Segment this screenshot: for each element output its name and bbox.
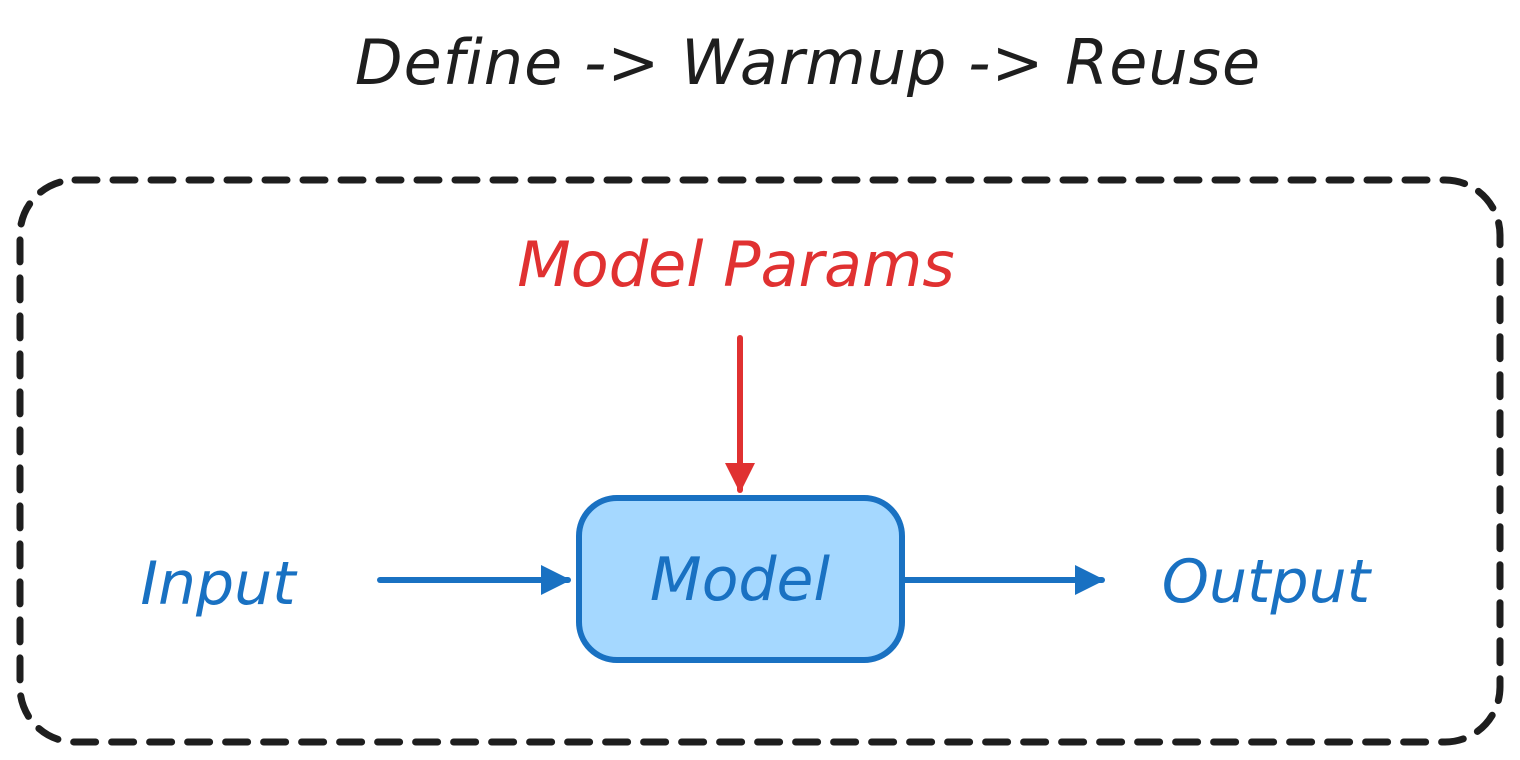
model-params-label: Model Params bbox=[517, 228, 954, 301]
input-label: Input bbox=[140, 549, 298, 619]
model-box bbox=[576, 495, 905, 663]
diagram-title: Define -> Warmup -> Reuse bbox=[355, 26, 1261, 99]
output-label: Output bbox=[1162, 547, 1373, 617]
model-label: Model bbox=[650, 545, 830, 615]
dashed-container bbox=[16, 176, 1504, 746]
